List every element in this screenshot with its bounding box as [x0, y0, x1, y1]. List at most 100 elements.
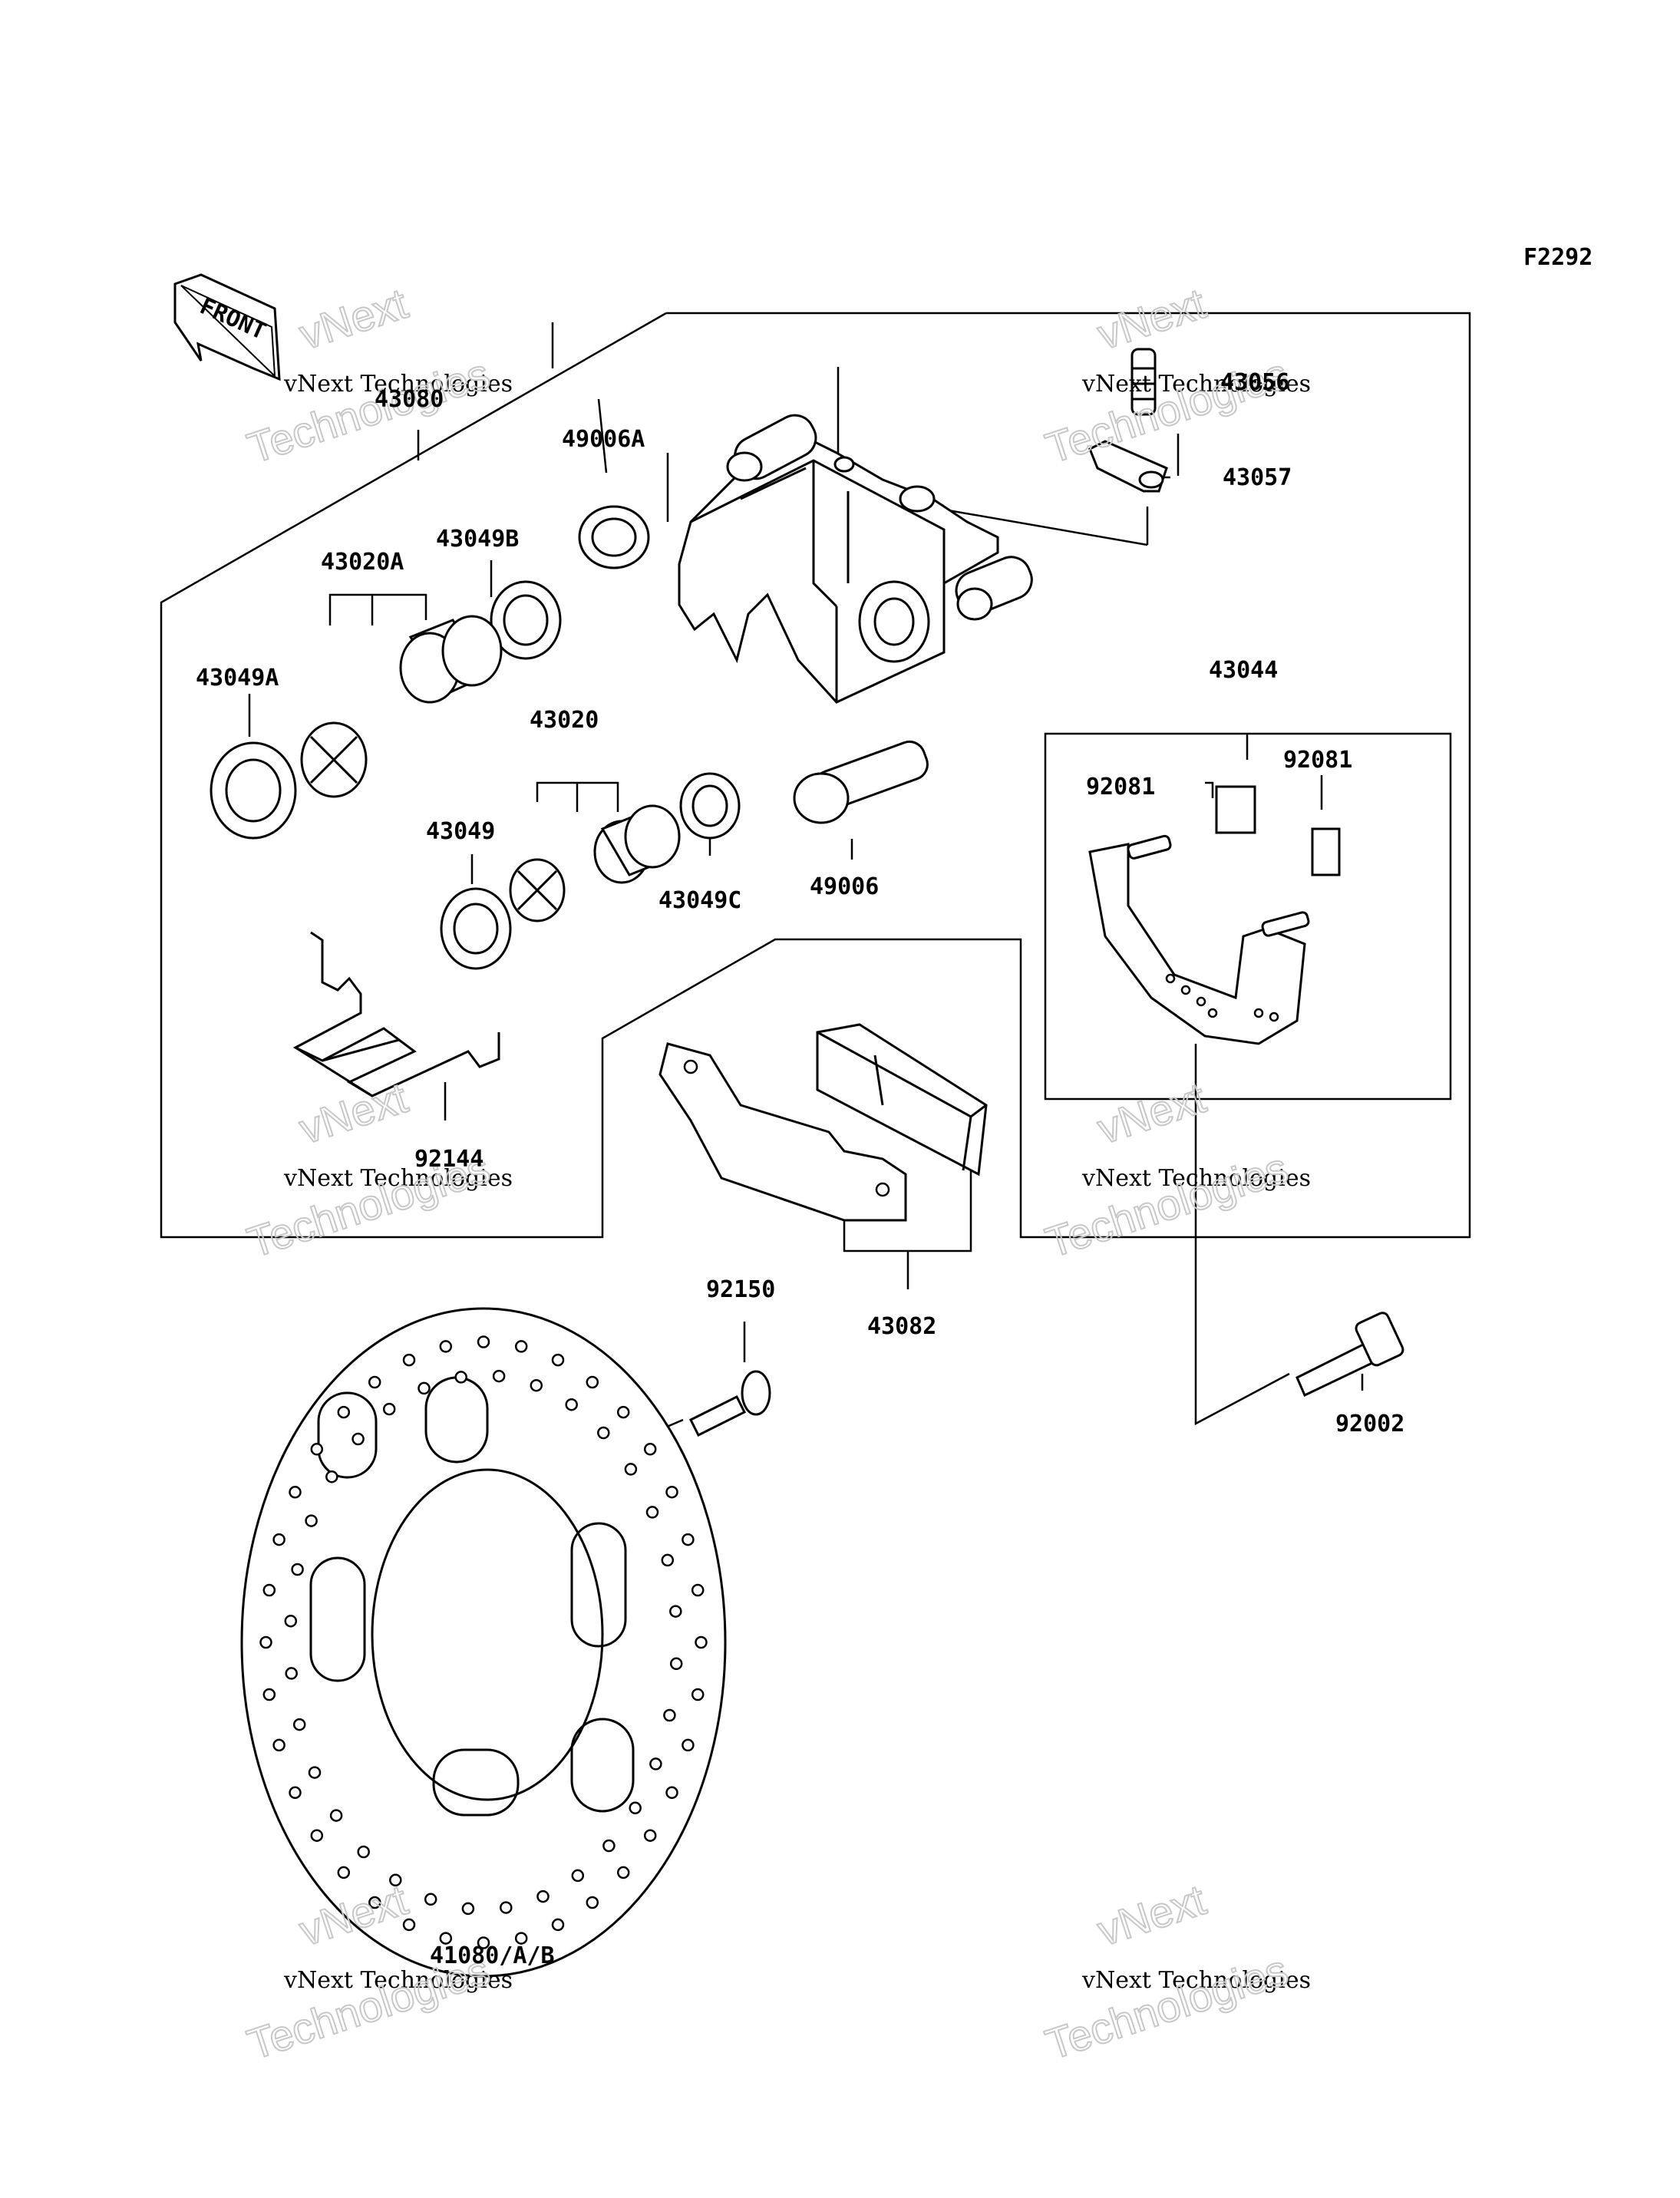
label-43056: 43056 [1220, 369, 1289, 396]
label-49006: 49006 [810, 873, 879, 900]
disc-hole [691, 1688, 705, 1701]
disc-hole [682, 1738, 695, 1752]
drawing-code: F2292 [1523, 244, 1593, 271]
svg-text:vNext: vNext [1092, 1073, 1212, 1153]
pad-shim [658, 1042, 907, 1222]
svg-text:vNext Technologies: vNext Technologies [283, 1165, 513, 1192]
disc-hole [602, 1839, 616, 1853]
disc-hole [624, 1463, 638, 1476]
disc-hole [272, 1533, 286, 1546]
disc-hole [402, 1353, 416, 1367]
disc-hole [454, 1371, 467, 1384]
disc-hole [571, 1869, 585, 1883]
svg-text:vNext: vNext [294, 279, 414, 358]
bleeder-valve-43056 [1130, 348, 1157, 416]
pin-boot-49006a [578, 505, 650, 569]
disc-hole [649, 1757, 662, 1771]
label-43020a: 43020A [321, 549, 404, 576]
disc-hole [691, 1583, 705, 1597]
bracket-clip-92081-a [1215, 785, 1256, 834]
disc-hole [310, 1829, 324, 1842]
disc-hole [551, 1353, 565, 1367]
bleeder-cap-43057 [1088, 440, 1168, 493]
disc-hole [514, 1340, 528, 1353]
disc-hole [536, 1889, 550, 1903]
disc-hole [669, 1605, 682, 1618]
bracket-clip-92081-b [1311, 827, 1341, 876]
label-43049: 43049 [426, 818, 495, 845]
disc-hole [477, 1936, 490, 1949]
front-arrow-icon: FRONT [173, 273, 281, 381]
label-92081-a: 92081 [1086, 774, 1155, 800]
svg-text:vNext Technologies: vNext Technologies [1081, 1967, 1311, 1994]
disc-hole [292, 1718, 306, 1731]
disc-hole [337, 1866, 351, 1880]
seal-43049a [210, 741, 297, 840]
svg-text:vNext: vNext [1092, 279, 1212, 358]
piston-insulator-43020a [300, 721, 368, 798]
pin-boot-49006 [793, 740, 929, 824]
label-43080: 43080 [375, 386, 444, 413]
disc-hole [368, 1896, 381, 1909]
svg-text:vNext Technologies: vNext Technologies [1081, 371, 1311, 398]
anti-rattle-spring-92144 [292, 931, 500, 1097]
disc-hole [368, 1375, 381, 1389]
disc-hole [665, 1485, 678, 1499]
label-43044: 43044 [1209, 657, 1278, 684]
svg-text:vNext: vNext [1092, 1875, 1212, 1955]
label-43020: 43020 [530, 707, 599, 734]
disc-hole [439, 1932, 453, 1945]
screw-92150 [688, 1370, 771, 1437]
label-41080: 41080/A/B [430, 1942, 555, 1969]
disc-hole [530, 1378, 543, 1392]
disc-hole [551, 1918, 565, 1932]
disc-hole [357, 1845, 370, 1859]
disc-hole [682, 1533, 695, 1546]
disc-hole [272, 1738, 286, 1752]
svg-text:Technologies: Technologies [1040, 1946, 1293, 2069]
disc-hole [337, 1405, 351, 1419]
label-43082: 43082 [867, 1313, 936, 1340]
disc-hole [382, 1402, 396, 1416]
label-92144: 92144 [414, 1146, 484, 1173]
disc-hole [262, 1583, 276, 1597]
disc-hole [289, 1486, 302, 1499]
bolt-92002 [1295, 1312, 1404, 1398]
pad-bracket-43044 [1088, 834, 1310, 1045]
disc-hole [586, 1896, 599, 1909]
disc-hole [325, 1470, 338, 1483]
seal-43049b [490, 580, 562, 660]
disc-hole [616, 1405, 630, 1419]
disc-hole [514, 1932, 528, 1945]
disc-hole [597, 1426, 610, 1440]
disc-hole [695, 1635, 708, 1649]
disc-hole [645, 1506, 659, 1519]
piston-43020 [593, 804, 681, 884]
disc-hole [439, 1340, 453, 1353]
disc-hole [643, 1829, 657, 1842]
disc-hole [308, 1766, 322, 1779]
svg-text:vNext Technologies: vNext Technologies [1081, 1165, 1311, 1192]
label-92002: 92002 [1335, 1411, 1404, 1437]
brake-disc-41080 [240, 1307, 727, 1978]
svg-text:Technologies: Technologies [1040, 349, 1293, 473]
seal-43049c [679, 772, 741, 840]
disc-hole [661, 1553, 675, 1567]
label-43049c: 43049C [658, 887, 741, 914]
piston-insulator-43020 [509, 858, 566, 922]
disc-hole [291, 1563, 304, 1576]
disc-hole [285, 1667, 298, 1680]
disc-hole [492, 1369, 506, 1383]
disc-hole [305, 1514, 318, 1527]
disc-hole [586, 1375, 599, 1389]
disc-hole [418, 1381, 431, 1395]
disc-hole [424, 1893, 437, 1906]
disc-hole [402, 1918, 416, 1932]
disc-hole [669, 1657, 683, 1671]
brake-disc-holes [259, 1335, 708, 1949]
watermark-6: vNext vNext Technologies Technologies [1039, 1874, 1311, 2069]
disc-hole [289, 1786, 302, 1800]
disc-hole [352, 1432, 365, 1446]
svg-text:vNext Technologies: vNext Technologies [283, 1967, 513, 1994]
